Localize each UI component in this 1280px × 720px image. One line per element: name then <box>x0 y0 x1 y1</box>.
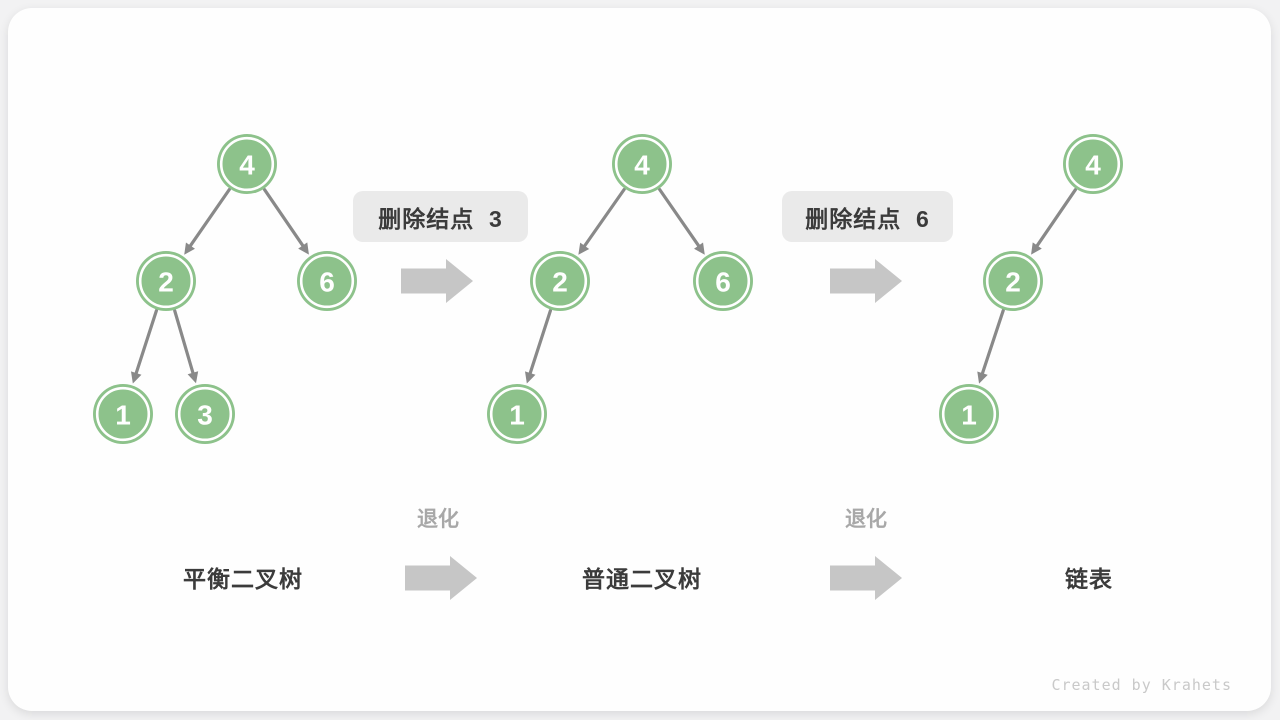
node-value: 6 <box>715 267 731 298</box>
tree-edge-arrowhead <box>298 242 309 255</box>
tree-node: 4 <box>1063 134 1123 194</box>
tree-node: 2 <box>983 251 1043 311</box>
node-circle <box>297 251 357 311</box>
node-inner-ring <box>1065 136 1121 192</box>
node-value: 3 <box>197 400 213 431</box>
tree-edge <box>173 309 195 376</box>
badge-label: 删除结点 3 <box>378 205 503 232</box>
tree-node: 3 <box>175 384 235 444</box>
node-circle <box>217 134 277 194</box>
node-inner-ring <box>695 253 751 309</box>
node-value: 2 <box>1005 267 1021 298</box>
tree-edge <box>134 308 159 376</box>
tree-label-linked-list: 链表 <box>1065 566 1113 592</box>
tree-node: 2 <box>530 251 590 311</box>
tree-edge-arrowhead <box>130 371 142 384</box>
tree-node: 1 <box>93 384 153 444</box>
node-circle <box>939 384 999 444</box>
node-value: 1 <box>115 400 131 431</box>
node-circle <box>175 384 235 444</box>
tree-edge <box>658 187 701 249</box>
node-value: 4 <box>1085 150 1101 181</box>
node-circle <box>693 251 753 311</box>
block-arrow-icon <box>830 259 902 303</box>
diagram-card <box>8 8 1271 711</box>
tree-edge <box>980 308 1005 376</box>
node-value: 4 <box>634 150 650 181</box>
node-inner-ring <box>985 253 1041 309</box>
tree-node: 2 <box>136 251 196 311</box>
node-value: 6 <box>319 267 335 298</box>
node-circle <box>93 384 153 444</box>
tree-node: 6 <box>693 251 753 311</box>
tree-edge-arrowhead <box>1031 242 1042 255</box>
tree-node: 4 <box>612 134 672 194</box>
node-inner-ring <box>941 386 997 442</box>
block-arrow-icon <box>830 556 902 600</box>
node-value: 2 <box>552 267 568 298</box>
tree-1: 4 2 6 1 <box>487 134 753 444</box>
block-arrow-icon <box>405 556 477 600</box>
tree-node: 6 <box>297 251 357 311</box>
tree-label-balanced-binary-tree: 平衡二叉树 <box>183 566 303 592</box>
node-circle <box>487 384 547 444</box>
tree-edge-arrowhead <box>187 371 199 384</box>
tree-2: 4 2 1 <box>939 134 1123 444</box>
node-inner-ring <box>219 136 275 192</box>
delete-node-3-badge: 删除结点 3 <box>353 191 528 242</box>
tree-edge <box>262 187 305 248</box>
tree-edge-arrowhead <box>578 242 590 255</box>
tree-edge-arrowhead <box>977 371 988 384</box>
delete-node-6-badge: 删除结点 6 <box>782 191 953 242</box>
tree-edge-arrowhead <box>694 242 705 255</box>
tree-edge <box>1035 187 1078 248</box>
tree-edge <box>582 187 626 249</box>
tree-edge-arrowhead <box>524 371 536 384</box>
node-value: 2 <box>158 267 174 298</box>
node-inner-ring <box>177 386 233 442</box>
tree-node: 1 <box>487 384 547 444</box>
node-value: 1 <box>961 400 977 431</box>
node-inner-ring <box>532 253 588 309</box>
node-value: 4 <box>239 150 255 181</box>
node-inner-ring <box>489 386 545 442</box>
tree-0: 4 2 6 1 3 <box>93 134 357 444</box>
node-inner-ring <box>138 253 194 309</box>
tree-node: 4 <box>217 134 277 194</box>
node-circle <box>612 134 672 194</box>
degrade-label: 退化 <box>417 508 459 531</box>
node-inner-ring <box>299 253 355 309</box>
node-circle <box>1063 134 1123 194</box>
block-arrow-icon <box>401 259 473 303</box>
watermark: Created by Krahets <box>1051 676 1232 694</box>
tree-label-ordinary-binary-tree: 普通二叉树 <box>582 566 702 592</box>
node-inner-ring <box>614 136 670 192</box>
badge-label: 删除结点 6 <box>805 205 930 232</box>
degrade-label: 退化 <box>845 508 887 531</box>
node-circle <box>983 251 1043 311</box>
node-inner-ring <box>95 386 151 442</box>
tree-edge <box>188 187 231 249</box>
tree-node: 1 <box>939 384 999 444</box>
tree-edge-arrowhead <box>184 242 195 255</box>
node-circle <box>136 251 196 311</box>
node-value: 1 <box>509 400 525 431</box>
node-circle <box>530 251 590 311</box>
tree-edge <box>528 308 553 376</box>
